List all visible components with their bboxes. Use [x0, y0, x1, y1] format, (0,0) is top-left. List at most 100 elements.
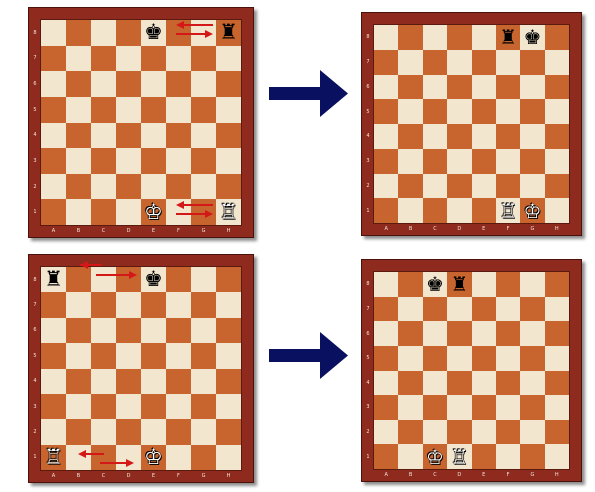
square-b6	[398, 74, 423, 100]
square-c1	[422, 198, 448, 223]
rank-label: 6	[33, 81, 37, 88]
square-d1	[447, 198, 472, 223]
square-a1	[374, 444, 399, 469]
square-a6	[41, 71, 66, 97]
file-label: F	[177, 228, 180, 234]
square-f6	[495, 321, 521, 346]
rank-label: 1	[33, 454, 37, 461]
square-a2	[41, 419, 66, 445]
square-g6	[520, 321, 545, 346]
file-label: A	[384, 226, 388, 232]
file-label: B	[408, 226, 413, 232]
rank-label: 3	[366, 158, 370, 165]
rank-label: 3	[33, 157, 37, 164]
rank-label: 8	[33, 29, 37, 36]
square-b7	[398, 49, 423, 75]
rank-label: 4	[33, 378, 37, 385]
square-e6	[141, 71, 166, 97]
square-b3	[398, 395, 423, 420]
square-g1: ♔	[520, 198, 545, 223]
square-g8: ♚	[520, 25, 545, 50]
square-f2	[166, 173, 191, 200]
rank-label: 7	[33, 55, 37, 62]
square-d4	[447, 370, 472, 396]
square-c8: ♚	[422, 272, 448, 297]
square-d8: ♜	[447, 272, 472, 297]
square-h2	[544, 173, 569, 199]
file-label: D	[457, 472, 462, 478]
square-f2	[166, 419, 191, 445]
square-g6	[520, 74, 545, 100]
square-g3	[520, 148, 545, 174]
white-king-icon: ♔	[144, 199, 163, 224]
square-a2	[374, 419, 399, 445]
rank-label: 7	[366, 59, 370, 66]
square-c7	[422, 296, 448, 322]
file-label: A	[384, 472, 388, 478]
black-rook-icon: ♜	[44, 267, 63, 292]
square-b3	[398, 148, 423, 174]
square-f4	[166, 368, 191, 394]
square-h2	[216, 173, 241, 200]
square-b8	[398, 272, 423, 297]
square-a2	[374, 173, 399, 199]
square-d1: ♖	[447, 444, 472, 469]
file-label: F	[177, 473, 180, 479]
square-b1	[66, 199, 91, 225]
square-a5	[41, 343, 66, 369]
square-b3	[66, 393, 91, 420]
square-e6	[141, 317, 166, 344]
square-b5	[66, 343, 91, 369]
square-d5	[447, 99, 472, 124]
square-b1	[398, 198, 423, 223]
square-g3	[191, 148, 216, 174]
square-g2	[520, 173, 545, 199]
square-b8	[66, 20, 91, 46]
white-rook-icon: ♖	[450, 444, 469, 469]
square-g2	[520, 419, 545, 445]
file-label: D	[126, 228, 131, 234]
file-label: C	[101, 473, 106, 479]
square-e3	[141, 393, 166, 420]
square-h5	[216, 96, 241, 123]
square-h7	[216, 45, 241, 72]
square-e7	[471, 49, 496, 75]
square-h8: ♜	[216, 20, 241, 46]
square-d4	[116, 368, 141, 394]
square-a6	[374, 74, 399, 100]
square-a3	[41, 393, 66, 420]
square-b1	[66, 444, 91, 470]
square-f5	[495, 345, 521, 371]
square-e5	[141, 343, 166, 369]
board-squares: ♜♚♖♔	[40, 266, 242, 471]
rank-label: 2	[366, 182, 370, 189]
board-squares: ♚♜♔♖	[373, 271, 570, 470]
square-d3	[447, 148, 472, 174]
square-g4	[520, 370, 545, 396]
square-d4	[116, 122, 141, 149]
square-f1	[495, 444, 521, 469]
rank-label: 7	[366, 305, 370, 312]
square-d6	[116, 71, 141, 97]
square-a2	[41, 173, 66, 200]
square-g6	[191, 71, 216, 97]
square-e6	[471, 321, 496, 346]
square-a5	[374, 345, 399, 371]
square-d8	[116, 20, 141, 46]
square-a7	[41, 292, 66, 318]
square-e1	[471, 444, 496, 469]
result-arrow-bottom	[269, 332, 348, 379]
square-h6	[544, 321, 569, 346]
square-f2	[495, 419, 521, 445]
square-h3	[216, 148, 241, 174]
square-f4	[495, 370, 521, 396]
square-d1	[116, 199, 141, 225]
file-label: G	[530, 226, 535, 232]
file-label: C	[433, 472, 437, 478]
square-b4	[398, 370, 423, 396]
square-e3	[471, 395, 496, 420]
square-f1	[166, 444, 191, 470]
square-d5	[116, 343, 141, 369]
